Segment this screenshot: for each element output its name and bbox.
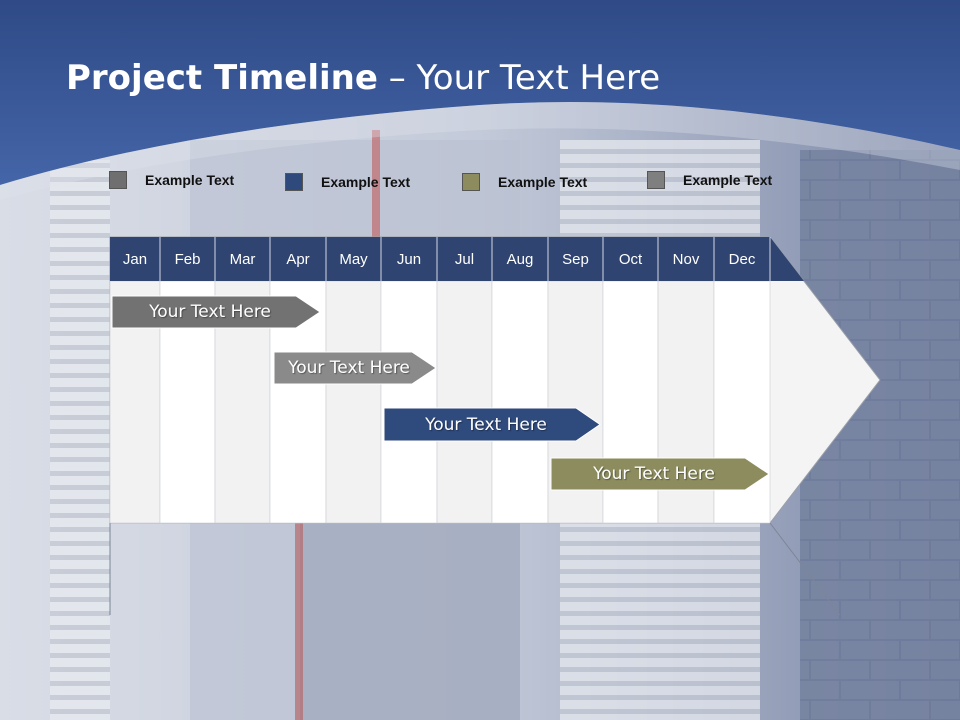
month-label: Mar	[229, 251, 256, 268]
month-column	[380, 280, 438, 524]
month-label: Apr	[286, 251, 310, 268]
legend-swatch	[462, 173, 480, 191]
title-bold: Project Timeline	[66, 58, 378, 98]
legend-label: Example Text	[321, 174, 411, 190]
task-label: Your Text Here	[288, 358, 410, 378]
legend-item: Example Text	[109, 170, 234, 190]
legend-swatch	[647, 171, 665, 189]
legend-swatch	[109, 171, 127, 189]
month-label: Nov	[672, 251, 700, 268]
legend-swatch	[285, 173, 303, 191]
task-label: Your Text Here	[425, 414, 547, 435]
month-label: May	[339, 251, 368, 268]
task-label: Your Text Here	[149, 302, 271, 322]
month-column	[436, 280, 493, 524]
legend-label: Example Text	[145, 172, 235, 188]
legend-item: Example Text	[285, 172, 410, 192]
month-label: Oct	[618, 251, 643, 268]
month-column	[491, 280, 549, 524]
month-label: Dec	[728, 251, 756, 268]
month-column	[325, 280, 382, 524]
month-label: Sep	[562, 251, 589, 268]
legend-item: Example Text	[462, 172, 587, 192]
month-label: Jul	[454, 251, 475, 268]
month-label: Jan	[122, 251, 148, 268]
month-label: Jun	[396, 251, 422, 268]
legend-label: Example Text	[683, 172, 773, 188]
month-label: Aug	[506, 251, 534, 268]
task-label: Your Text Here	[593, 464, 715, 484]
slide-title: Project Timeline – Your Text Here	[66, 58, 660, 98]
month-label: Feb	[174, 251, 201, 268]
title-rest: – Your Text Here	[377, 58, 661, 98]
legend-label: Example Text	[498, 174, 588, 190]
legend-item: Example Text	[647, 170, 772, 190]
